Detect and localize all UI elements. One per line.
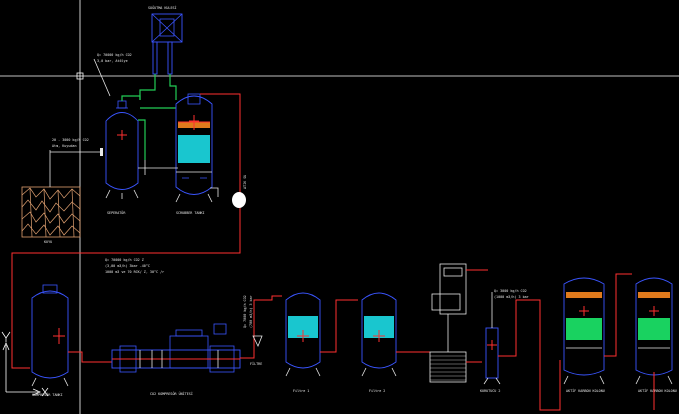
green-line-scrubber-in <box>138 119 146 160</box>
dryer: KURUTUCU 2 Q= 3000 kg/h CO2 (1000 m3/h) … <box>480 289 529 393</box>
svg-text:Q= 70000 kg/h CO2 Z: Q= 70000 kg/h CO2 Z <box>105 258 144 262</box>
green-line-separator <box>121 95 141 101</box>
cooling-fan-label: SOĞUTMA KULESİ <box>148 5 177 10</box>
carbon-column-2: AKTİF KARBON KOLONU <box>635 277 677 393</box>
note-main: Q= 70000 kg/h CO2 Z (3,00 m3/h) 3bar -40… <box>105 258 164 274</box>
dryer-label: KURUTUCU 2 <box>480 389 500 393</box>
pipe-compressor-filters <box>240 295 282 359</box>
svg-text:Atm, Kuyudan: Atm, Kuyudan <box>52 144 77 148</box>
svg-text:3,0 bar, Atölye: 3,0 bar, Atölye <box>97 59 128 63</box>
carbon-column-1: AKTİF KARBON KOLONU <box>563 277 605 393</box>
compressor-label: CO2 KOMPRESÖR ÜNİTESİ <box>150 391 193 396</box>
buffer-tank-label: KOMPRESÖR TANKI <box>32 392 63 397</box>
pipe-carbon1-carbon2 <box>604 273 632 357</box>
svg-text:Q= 3000 kg/h CO2: Q= 3000 kg/h CO2 <box>494 289 527 293</box>
compressor-unit: CO2 KOMPRESÖR ÜNİTESİ <box>111 323 241 396</box>
side-filter-label: FİLTRE <box>250 361 262 366</box>
side-note: ATIK SU <box>243 175 247 189</box>
svg-text:(700 m3/h) 3 bar: (700 m3/h) 3 bar <box>249 295 253 328</box>
svg-text:20 - 3000 kg/h CO2: 20 - 3000 kg/h CO2 <box>52 138 89 142</box>
scrubber-label: SCRUBBER TANKI <box>176 211 205 215</box>
carbon-2-label: AKTİF KARBON KOLONU <box>638 388 677 393</box>
cooling-fan-unit: SOĞUTMA KULESİ <box>139 5 183 100</box>
side-filter: Q= 7000 kg/h CO2 (700 m3/h) 3 bar FİLTRE <box>243 295 263 366</box>
pipe-filter1-filter2 <box>320 299 358 353</box>
svg-text:Q= 7000 kg/h CO2: Q= 7000 kg/h CO2 <box>243 295 247 328</box>
svg-text:(3,00 m3/h) 3bar -40°C: (3,00 m3/h) 3bar -40°C <box>105 264 150 268</box>
svg-text:1000 m3 ve 70 RCK/ Z, 30°C /r: 1000 m3 ve 70 RCK/ Z, 30°C /r <box>105 270 164 274</box>
heat-exchanger <box>429 263 488 383</box>
buffer-tank: KOMPRESÖR TANKI <box>31 284 69 397</box>
pipe-tank-compressor <box>68 351 112 363</box>
pipe-dryer-carbon <box>498 299 561 411</box>
well: KUYU <box>21 150 81 244</box>
pump <box>232 192 246 208</box>
filter-1-label: Filtre 1 <box>293 389 309 393</box>
carbon-1-label: AKTİF KARBON KOLONU <box>566 388 605 393</box>
filter-2-label: Filtre 2 <box>369 389 385 393</box>
svg-text:Q= 70000 kg/h CO2: Q= 70000 kg/h CO2 <box>97 53 132 57</box>
filter-1: Filtre 1 <box>285 292 321 393</box>
note-raw: 20 - 3000 kg/h CO2 Atm, Kuyudan <box>52 138 89 148</box>
svg-text:(1000 m3/h) 3 bar: (1000 m3/h) 3 bar <box>494 295 529 299</box>
well-label: KUYU <box>44 240 52 244</box>
separator-label: SEPERATÖR <box>107 210 126 215</box>
pipe-scrubber-outlet <box>11 93 241 369</box>
filter-2: Filtre 2 <box>361 292 397 393</box>
scrubber-tank: SCRUBBER TANKI <box>175 93 213 215</box>
ucs-axis-icon <box>1 331 49 397</box>
note-cooler: Q= 70000 kg/h CO2 3,0 bar, Atölye <box>93 53 132 97</box>
